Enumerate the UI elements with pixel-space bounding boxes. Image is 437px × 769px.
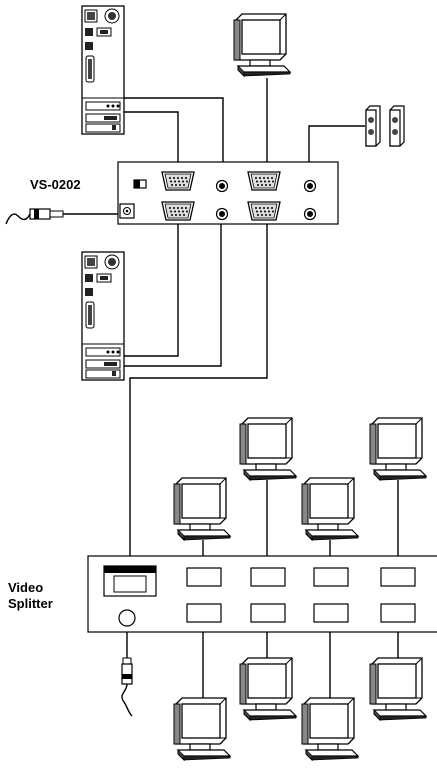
splitter-input-port	[103, 565, 157, 597]
speakers-icon	[365, 105, 405, 147]
cables	[63, 78, 399, 698]
monitor-upper-4-icon	[369, 417, 427, 481]
kvm-switch-vs0202	[117, 161, 339, 225]
switch-model-label: VS-0202	[30, 177, 81, 192]
monitor-lower-4-icon	[369, 657, 427, 721]
splitter-label-line1: Video	[8, 580, 43, 595]
splitter-output-6	[250, 603, 286, 623]
audio-jack-in-1	[215, 179, 229, 193]
splitter-output-1	[186, 567, 222, 587]
monitor-lower-1-icon	[173, 697, 231, 761]
monitor-upper-1-icon	[173, 477, 231, 541]
splitter-output-3	[313, 567, 349, 587]
power-socket-icon	[119, 203, 135, 219]
splitter-output-5	[186, 603, 222, 623]
monitor-top-icon	[233, 13, 291, 77]
power-adapter-icon	[5, 208, 64, 225]
monitor-lower-2-icon	[239, 657, 297, 721]
computer-bottom-icon	[81, 251, 125, 381]
vga-port-in-1	[161, 171, 195, 191]
splitter-output-4	[380, 567, 416, 587]
splitter-output-2	[250, 567, 286, 587]
toggle-switch-icon	[133, 179, 147, 189]
audio-jack-in-2	[215, 207, 229, 221]
splitter-output-7	[313, 603, 349, 623]
vga-port-out-1	[247, 171, 281, 191]
vga-port-out-2	[247, 201, 281, 221]
splitter-power-plug-icon	[121, 657, 133, 717]
audio-jack-out-1	[303, 179, 317, 193]
splitter-label-line2: Splitter	[8, 596, 53, 611]
monitor-lower-3-icon	[301, 697, 359, 761]
splitter-output-8	[380, 603, 416, 623]
computer-top-icon	[81, 5, 125, 135]
audio-jack-out-2	[303, 207, 317, 221]
vga-port-in-2	[161, 201, 195, 221]
splitter-power-jack	[118, 609, 136, 627]
video-splitter	[87, 555, 437, 633]
monitor-upper-2-icon	[239, 417, 297, 481]
monitor-upper-3-icon	[301, 477, 359, 541]
